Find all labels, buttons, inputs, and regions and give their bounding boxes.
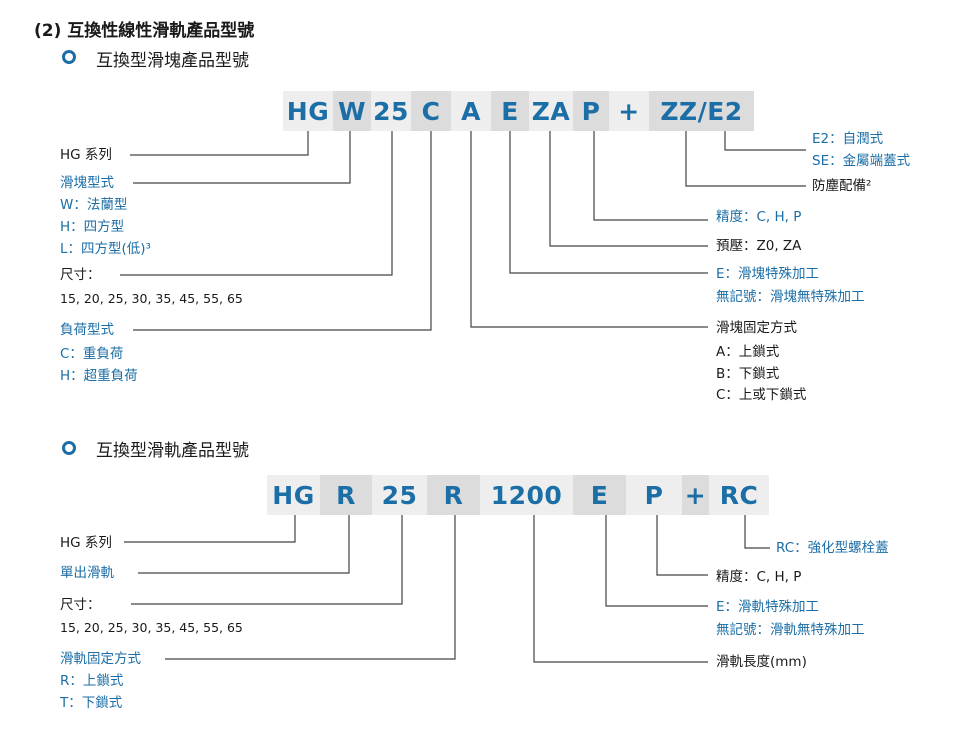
label-size-values: 15, 20, 25, 30, 35, 45, 55, 65 <box>60 291 243 306</box>
connector-rail-length <box>533 515 708 663</box>
code-segment-length: 1200 <box>480 475 573 515</box>
code-segment-special: E <box>491 91 529 131</box>
label-rail-no-mark: 無記號：滑軌無特殊加工 <box>716 622 865 638</box>
connector-e2 <box>724 131 806 151</box>
connector-rail-cover <box>744 515 770 549</box>
label-no-mark: 無記號：滑塊無特殊加工 <box>716 289 865 305</box>
code-segment-size: 25 <box>372 475 427 515</box>
code-segment-dust: ZZ/E2 <box>649 91 754 131</box>
code-segment-precision: P <box>573 91 609 131</box>
connector-rail-type <box>138 515 350 574</box>
label-rail-cover: RC：強化型螺栓蓋 <box>776 540 889 556</box>
label-block-w: W：法蘭型 <box>60 197 128 213</box>
code-segment-precision: P <box>626 475 682 515</box>
connector-preload <box>549 131 708 247</box>
label-rail-length: 滑軌長度(mm) <box>716 654 807 670</box>
code-segment-load: C <box>411 91 451 131</box>
label-rail-size-values: 15, 20, 25, 30, 35, 45, 55, 65 <box>60 620 243 635</box>
code-segment-fix: R <box>427 475 480 515</box>
label-e-special: E：滑塊特殊加工 <box>716 266 820 282</box>
label-rail-fix-t: T：下鎖式 <box>60 695 123 711</box>
code-segment-series: HG <box>283 91 333 131</box>
connector-dust <box>685 131 806 187</box>
connector-size <box>120 131 393 276</box>
label-load-h: H：超重負荷 <box>60 368 138 384</box>
code-segment-preload: ZA <box>529 91 573 131</box>
label-size: 尺寸： <box>60 267 101 283</box>
label-block-type: 滑塊型式 <box>60 175 114 191</box>
code-segment-series: HG <box>267 475 320 515</box>
connector-rail-series <box>124 515 296 543</box>
connector-load <box>133 131 432 331</box>
connector-precision <box>593 131 708 221</box>
connector-rail-size <box>131 515 403 605</box>
label-fix-c: C：上或下鎖式 <box>716 387 807 403</box>
label-fix-a: A：上鎖式 <box>716 344 780 360</box>
label-rail-e-special: E：滑軌特殊加工 <box>716 599 820 615</box>
connector-rail-special <box>605 515 708 607</box>
label-load-c: C：重負荷 <box>60 346 124 362</box>
label-precision: 精度：C, H, P <box>716 209 802 225</box>
connector-series <box>130 131 309 156</box>
label-fix-b: B：下鎖式 <box>716 366 780 382</box>
bullet-icon <box>62 50 76 64</box>
connector-block-type <box>133 131 351 184</box>
label-series: HG 系列 <box>60 147 112 163</box>
connector-special <box>509 131 708 274</box>
label-fix: 滑塊固定方式 <box>716 320 797 336</box>
code-segment-rail-type: R <box>320 475 372 515</box>
block-section-title: 互換型滑塊產品型號 <box>96 51 249 71</box>
bullet-icon <box>62 441 76 455</box>
rail-section-title: 互換型滑軌產品型號 <box>96 441 249 461</box>
label-rail-size: 尺寸： <box>60 597 101 613</box>
code-segment-plus: + <box>682 475 709 515</box>
label-rail-fix-r: R：上鎖式 <box>60 673 124 689</box>
code-segment-block-type: W <box>333 91 371 131</box>
label-block-l: L：四方型(低)³ <box>60 241 151 257</box>
connector-fix <box>470 131 708 328</box>
label-dust: 防塵配備² <box>812 178 872 194</box>
code-segment-fix: A <box>451 91 491 131</box>
code-segment-cover: RC <box>709 475 769 515</box>
rail-model-code: HG R 25 R 1200 E P + RC <box>267 475 769 515</box>
code-segment-special: E <box>573 475 626 515</box>
label-rail-series: HG 系列 <box>60 535 112 551</box>
label-rail-precision: 精度：C, H, P <box>716 569 802 585</box>
label-se: SE：金屬端蓋式 <box>812 153 911 169</box>
code-segment-plus: + <box>609 91 649 131</box>
label-block-h: H：四方型 <box>60 219 125 235</box>
label-e2: E2：自潤式 <box>812 131 884 147</box>
connector-rail-fix <box>165 515 456 660</box>
block-model-code: HG W 25 C A E ZA P + ZZ/E2 <box>283 91 754 131</box>
label-preload: 預壓：Z0, ZA <box>716 238 802 254</box>
code-segment-size: 25 <box>371 91 411 131</box>
label-rail-fix: 滑軌固定方式 <box>60 651 141 667</box>
label-load: 負荷型式 <box>60 322 114 338</box>
label-single-rail: 單出滑軌 <box>60 565 114 581</box>
section-heading: (2) 互換性線性滑軌產品型號 <box>34 21 255 41</box>
connector-rail-precision <box>656 515 708 576</box>
